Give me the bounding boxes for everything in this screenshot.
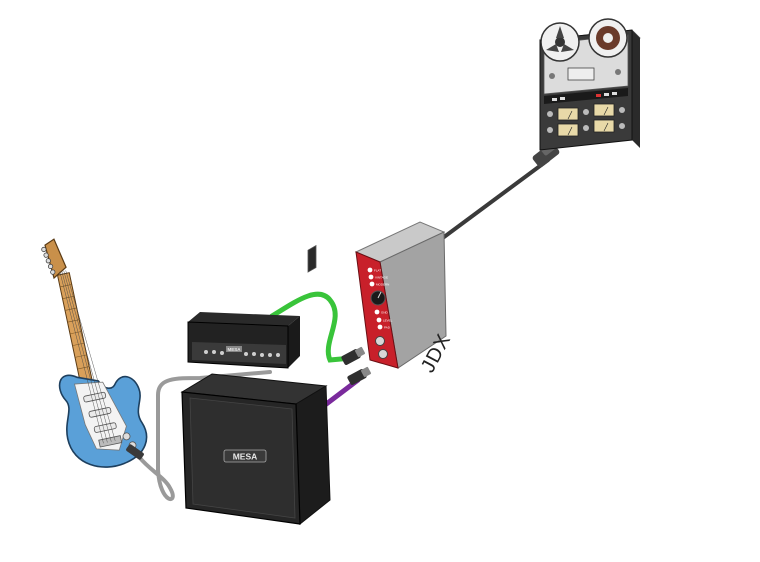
cabinet-handle [307, 244, 317, 273]
jdx-input-jack [375, 336, 385, 346]
jdx-input-plug-green [341, 346, 366, 365]
jdx-control-flat: FLAT [374, 269, 381, 273]
amp-head-knobs [204, 350, 280, 357]
jdx-control-vintage: VINTAGE [375, 276, 388, 280]
jdx-input-plug-purple [347, 366, 372, 385]
electric-guitar [41, 238, 148, 468]
jdx-control-pad: PAD [384, 326, 391, 330]
guitar-plug [126, 444, 144, 460]
xlr-cable [438, 158, 550, 242]
amp-head: MESA [187, 312, 300, 369]
guitar-bridge [98, 435, 123, 448]
tuning-pegs [41, 246, 56, 275]
amp-head-brand: MESA [227, 347, 241, 352]
tape-head-block [567, 67, 595, 81]
jdx-control-gnd: GND [381, 311, 389, 315]
jdx-di-box: FLAT VINTAGE MODERN GND LEVEL PAD [354, 221, 447, 369]
left-reel [540, 22, 580, 62]
transport-buttons [552, 92, 617, 101]
cabinet-badge [223, 449, 267, 463]
vu-meters [557, 103, 615, 137]
cabinet-brand: MESA [233, 452, 258, 462]
jdx-speaker-jack [378, 349, 388, 359]
jdx-control-modern: MODERN [376, 283, 389, 287]
guitar-cable [138, 370, 272, 502]
jdx-face-controls [367, 267, 388, 359]
green-cable [269, 291, 355, 363]
right-reel [588, 18, 628, 58]
reel-to-reel-recorder [539, 18, 641, 151]
speaker-cabinet: MESA [180, 244, 331, 526]
amp-head-badge [226, 346, 242, 352]
jdx-control-level: LEVEL [383, 319, 393, 323]
recorder-knobs [547, 107, 625, 133]
